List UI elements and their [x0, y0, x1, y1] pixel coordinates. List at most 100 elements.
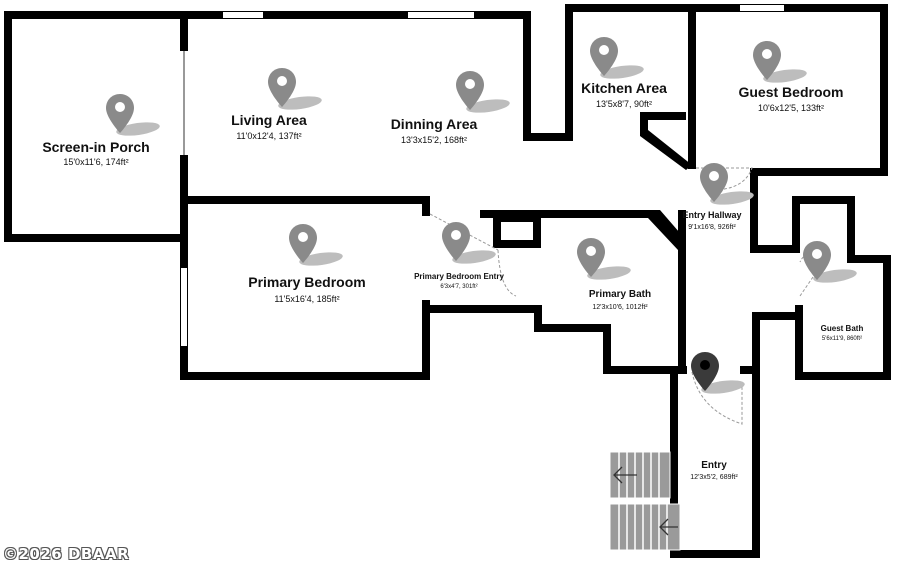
wall [792, 196, 800, 253]
wall [792, 196, 855, 204]
pin-body [590, 37, 618, 76]
room-name-primary-bedroom: Primary Bedroom [248, 274, 365, 290]
pin-body [456, 71, 484, 110]
pin-body [753, 41, 781, 80]
room-name-entry-hallway: Entry Hallway [682, 210, 741, 220]
room-name-entry: Entry [701, 460, 727, 471]
wall [180, 372, 430, 380]
map-pin-icon[interactable] [268, 68, 323, 112]
room-dims-entry-hallway: 9'1x16'8, 926ft² [688, 224, 736, 231]
pin-body [106, 94, 134, 133]
wall [4, 11, 12, 242]
wall [493, 214, 501, 246]
room-name-guest-bedroom: Guest Bedroom [738, 84, 843, 100]
window [223, 11, 263, 19]
wall [422, 305, 542, 313]
wall [523, 11, 531, 141]
wall [795, 305, 803, 380]
door-swing [429, 213, 517, 297]
room-dims-screen-in-porch: 15'0x11'6, 174ft² [63, 157, 128, 167]
pin-body [577, 238, 605, 277]
pin-hole [451, 230, 461, 240]
wall [4, 11, 531, 19]
room-name-living-area: Living Area [231, 112, 307, 128]
pin-shadow [278, 96, 322, 110]
wall [750, 168, 758, 253]
room-name-guest-bath: Guest Bath [821, 324, 864, 333]
wall [678, 210, 686, 374]
map-pin-icon[interactable] [753, 41, 808, 85]
room-dims-guest-bedroom: 10'6x12'5, 133ft² [758, 103, 824, 113]
wall [750, 168, 888, 176]
map-pin-icon[interactable] [577, 238, 632, 282]
window [180, 268, 188, 346]
pin-hole [762, 49, 772, 59]
pin-shadow [452, 250, 496, 264]
pin-shadow [587, 266, 631, 280]
wall [670, 550, 760, 558]
pin-shadow [763, 69, 807, 83]
room-dims-entry: 12'3x5'2, 689ft² [690, 474, 738, 481]
wall [565, 4, 888, 12]
room-labels: Screen-in Porch 15'0x11'6, 174ft² Living… [42, 80, 863, 481]
wall [180, 155, 188, 200]
wall [565, 4, 573, 141]
room-name-primary-bedroom-entry: Primary Bedroom Entry [414, 272, 504, 281]
wall [422, 196, 430, 216]
wall [670, 366, 678, 558]
wall [523, 133, 573, 141]
map-pin-icon[interactable] [106, 94, 161, 138]
map-pin-icon[interactable] [700, 163, 755, 207]
wall [752, 312, 760, 558]
pin-body [289, 224, 317, 263]
map-pin-icon[interactable] [442, 222, 497, 266]
map-pins [106, 37, 858, 396]
room-name-primary-bath: Primary Bath [589, 289, 651, 300]
wall [603, 324, 611, 374]
room-name-kitchen-area: Kitchen Area [581, 80, 667, 96]
wall [847, 255, 890, 263]
wall [493, 214, 541, 222]
wall [534, 305, 542, 332]
windows [180, 4, 784, 346]
wall [534, 324, 610, 332]
pin-hole [599, 45, 609, 55]
room-dims-primary-bedroom-entry: 6'3x4'7, 301ft² [440, 284, 477, 290]
wall [480, 210, 650, 218]
window-lines [180, 4, 784, 346]
pin-hole [700, 360, 710, 370]
wall [180, 11, 188, 51]
wall [880, 4, 888, 176]
pin-shadow [466, 99, 510, 113]
pin-body [442, 222, 470, 261]
pin-shadow [701, 380, 745, 394]
wall [180, 196, 430, 204]
map-pin-icon[interactable] [289, 224, 344, 268]
room-name-screen-in-porch: Screen-in Porch [42, 139, 149, 155]
wall [847, 196, 855, 261]
room-dims-kitchen-area: 13'5x8'7, 90ft² [596, 99, 652, 109]
wall [750, 245, 795, 253]
wall [648, 210, 686, 250]
map-pin-icon[interactable] [456, 71, 511, 115]
wall [422, 300, 430, 380]
wall [752, 312, 800, 320]
wall [740, 366, 752, 374]
map-pin-icon[interactable] [590, 37, 645, 81]
wall [603, 366, 687, 374]
map-pin-icon[interactable] [803, 241, 858, 285]
door-swing [696, 167, 753, 191]
pin-shadow [600, 65, 644, 79]
wall [4, 234, 187, 242]
pin-shadow [299, 252, 343, 266]
pin-hole [115, 102, 125, 112]
pin-hole [586, 246, 596, 256]
room-dims-guest-bath: 5'6x11'9, 860ft² [822, 336, 862, 342]
pin-hole [277, 76, 287, 86]
active-map-pin-icon[interactable] [691, 352, 746, 396]
pin-shadow [813, 269, 857, 283]
pin-hole [812, 249, 822, 259]
pin-hole [298, 232, 308, 242]
room-dims-living-area: 11'0x12'4, 137ft² [236, 131, 301, 141]
arrow-left-icon [659, 518, 678, 536]
